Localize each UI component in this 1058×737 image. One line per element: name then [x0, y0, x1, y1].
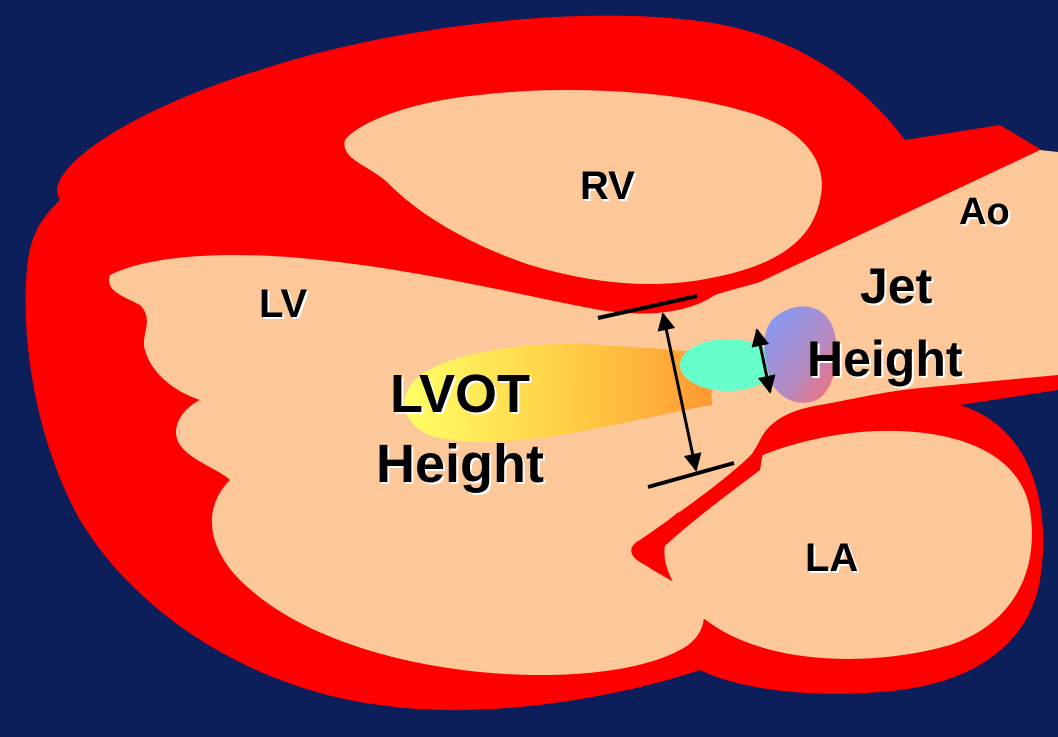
label-la: LA	[805, 536, 858, 580]
label-jet-height-line2: Height	[807, 331, 963, 387]
label-lv-group: LV LV	[259, 282, 309, 328]
label-jet-height-line1: Jet	[860, 258, 933, 314]
label-ao-group: Ao Ao	[959, 191, 1012, 235]
label-lvot-height-line1: LVOT	[390, 364, 530, 424]
label-lv: LV	[259, 282, 307, 326]
label-lvot-height-line2: Height	[376, 434, 544, 494]
label-rv-group: RV RV	[580, 164, 637, 210]
label-la-group: LA LA	[805, 536, 860, 582]
label-rv: RV	[580, 164, 635, 208]
label-ao: Ao	[959, 191, 1010, 233]
